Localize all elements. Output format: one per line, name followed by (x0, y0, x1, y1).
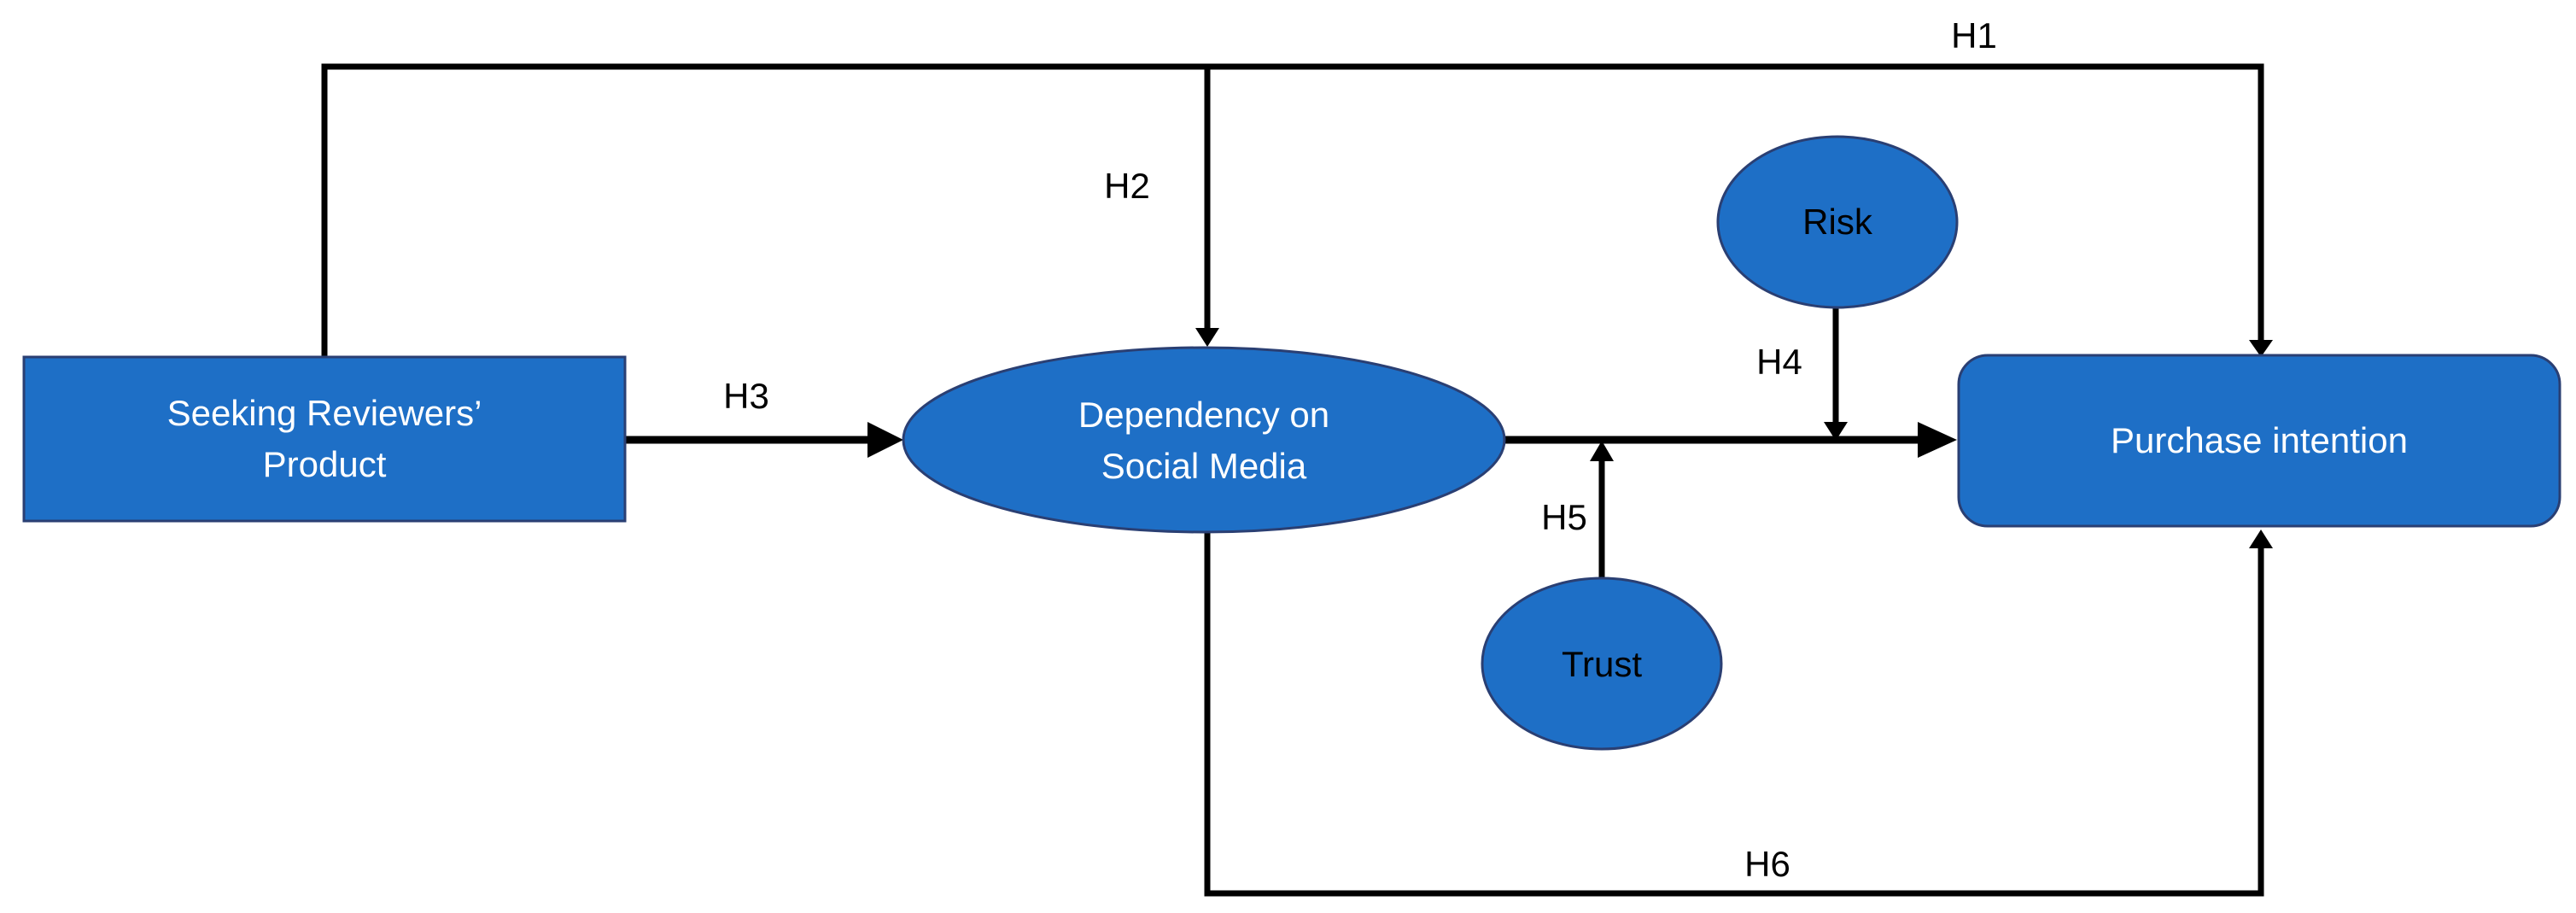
node-risk-label: Risk (1802, 202, 1873, 242)
h4-arrowhead (1824, 422, 1848, 441)
node-dependency-line2: Social Media (1101, 446, 1307, 486)
hypothesis-label-h6: H6 (1744, 844, 1790, 884)
h5-arrowhead (1590, 441, 1614, 461)
node-purchase-intention-label: Purchase intention (2111, 420, 2408, 460)
node-seeking-reviewers-product: Seeking Reviewers’ Product (22, 355, 627, 523)
hypothesis-label-h5: H5 (1541, 497, 1587, 537)
main-arrowhead (1918, 422, 1957, 458)
node-dependency-line1: Dependency on (1078, 395, 1329, 435)
hypothesis-label-h2: H2 (1104, 166, 1150, 206)
h1-connector (321, 63, 2264, 357)
h1-arrowhead (2249, 340, 2273, 357)
hypothesis-label-h1: H1 (1951, 15, 1997, 56)
h6-arrowhead (2249, 530, 2273, 548)
node-trust: Trust (1481, 576, 1723, 751)
node-dependency-on-social-media: Dependency on Social Media (902, 346, 1506, 534)
hypothesis-label-h3: H3 (723, 376, 769, 416)
node-trust-label: Trust (1562, 644, 1642, 684)
node-seeking-reviewers-product-line2: Product (263, 444, 387, 484)
h6-connector (1204, 531, 2264, 897)
h3-arrowhead (867, 422, 903, 458)
node-seeking-reviewers-product-line1: Seeking Reviewers’ (167, 393, 482, 433)
h2-arrowhead (1195, 328, 1219, 347)
hypothesis-label-h4: H4 (1756, 342, 1802, 382)
node-risk: Risk (1716, 135, 1959, 309)
node-purchase-intention: Purchase intention (1957, 354, 2561, 528)
